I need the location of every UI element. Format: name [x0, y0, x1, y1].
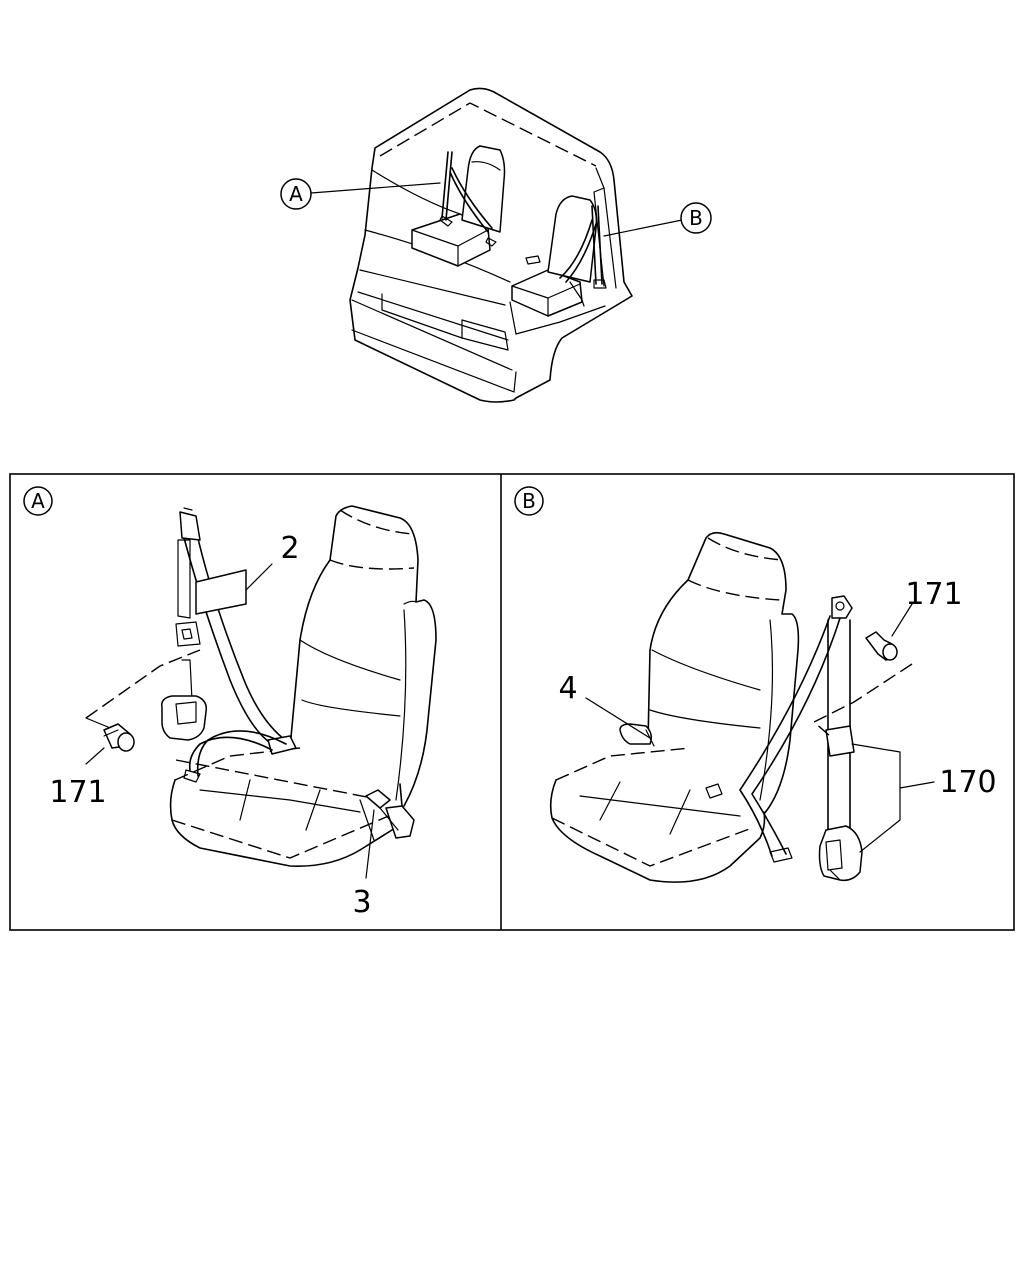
detail-callout-b: B [603, 202, 712, 237]
overview-seat-left [411, 145, 506, 267]
panel-a: A [23, 486, 437, 920]
panel-b-ref: B [522, 489, 536, 513]
panel-a-callout-171: 171 [49, 775, 106, 810]
panel-b-callout-4: 4 [558, 671, 577, 706]
panel-a-belt [85, 507, 375, 841]
panel-a-ref: A [31, 489, 45, 513]
panel-b-ref-circle [514, 486, 544, 516]
cab-overview: A B [280, 87, 712, 403]
panel-a-callout-2: 2 [280, 531, 299, 566]
panel-a-ref-circle [23, 486, 53, 516]
panel-b-callout-170: 170 [939, 765, 996, 800]
panel-b: B [514, 486, 997, 883]
panel-a-seat [169, 505, 437, 867]
detail-callout-a: A [280, 178, 441, 210]
panel-b-belt [585, 595, 935, 882]
detail-frame [9, 473, 1015, 931]
panel-b-seat [549, 531, 800, 883]
detail-callout-b-label: B [689, 206, 703, 230]
panel-b-callout-171: 171 [905, 577, 962, 612]
panel-a-callout-3: 3 [352, 885, 371, 920]
detail-callout-a-label: A [289, 182, 303, 206]
overview-seat-right [511, 195, 607, 317]
